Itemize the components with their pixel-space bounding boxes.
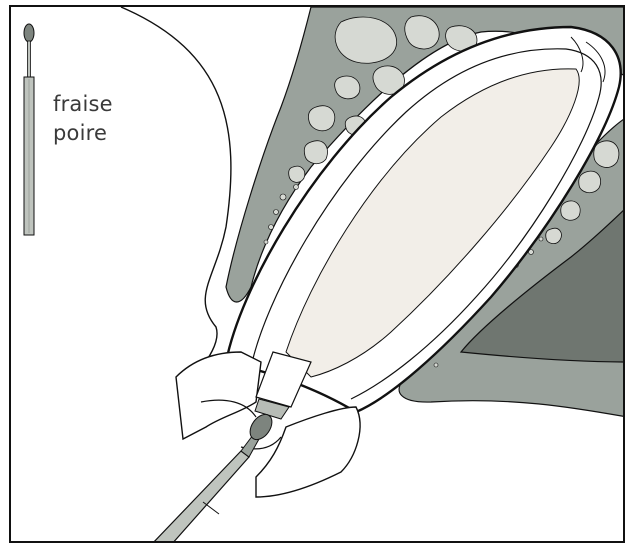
pear-bur-icon [24, 24, 34, 235]
crown-left [176, 352, 261, 439]
tooth-diagram [11, 7, 625, 543]
soft-tissue-outline [121, 7, 231, 367]
illustration-frame: fraise poire [9, 5, 625, 543]
legend-line-2: poire [53, 123, 107, 144]
legend-line-1: fraise [53, 94, 113, 115]
